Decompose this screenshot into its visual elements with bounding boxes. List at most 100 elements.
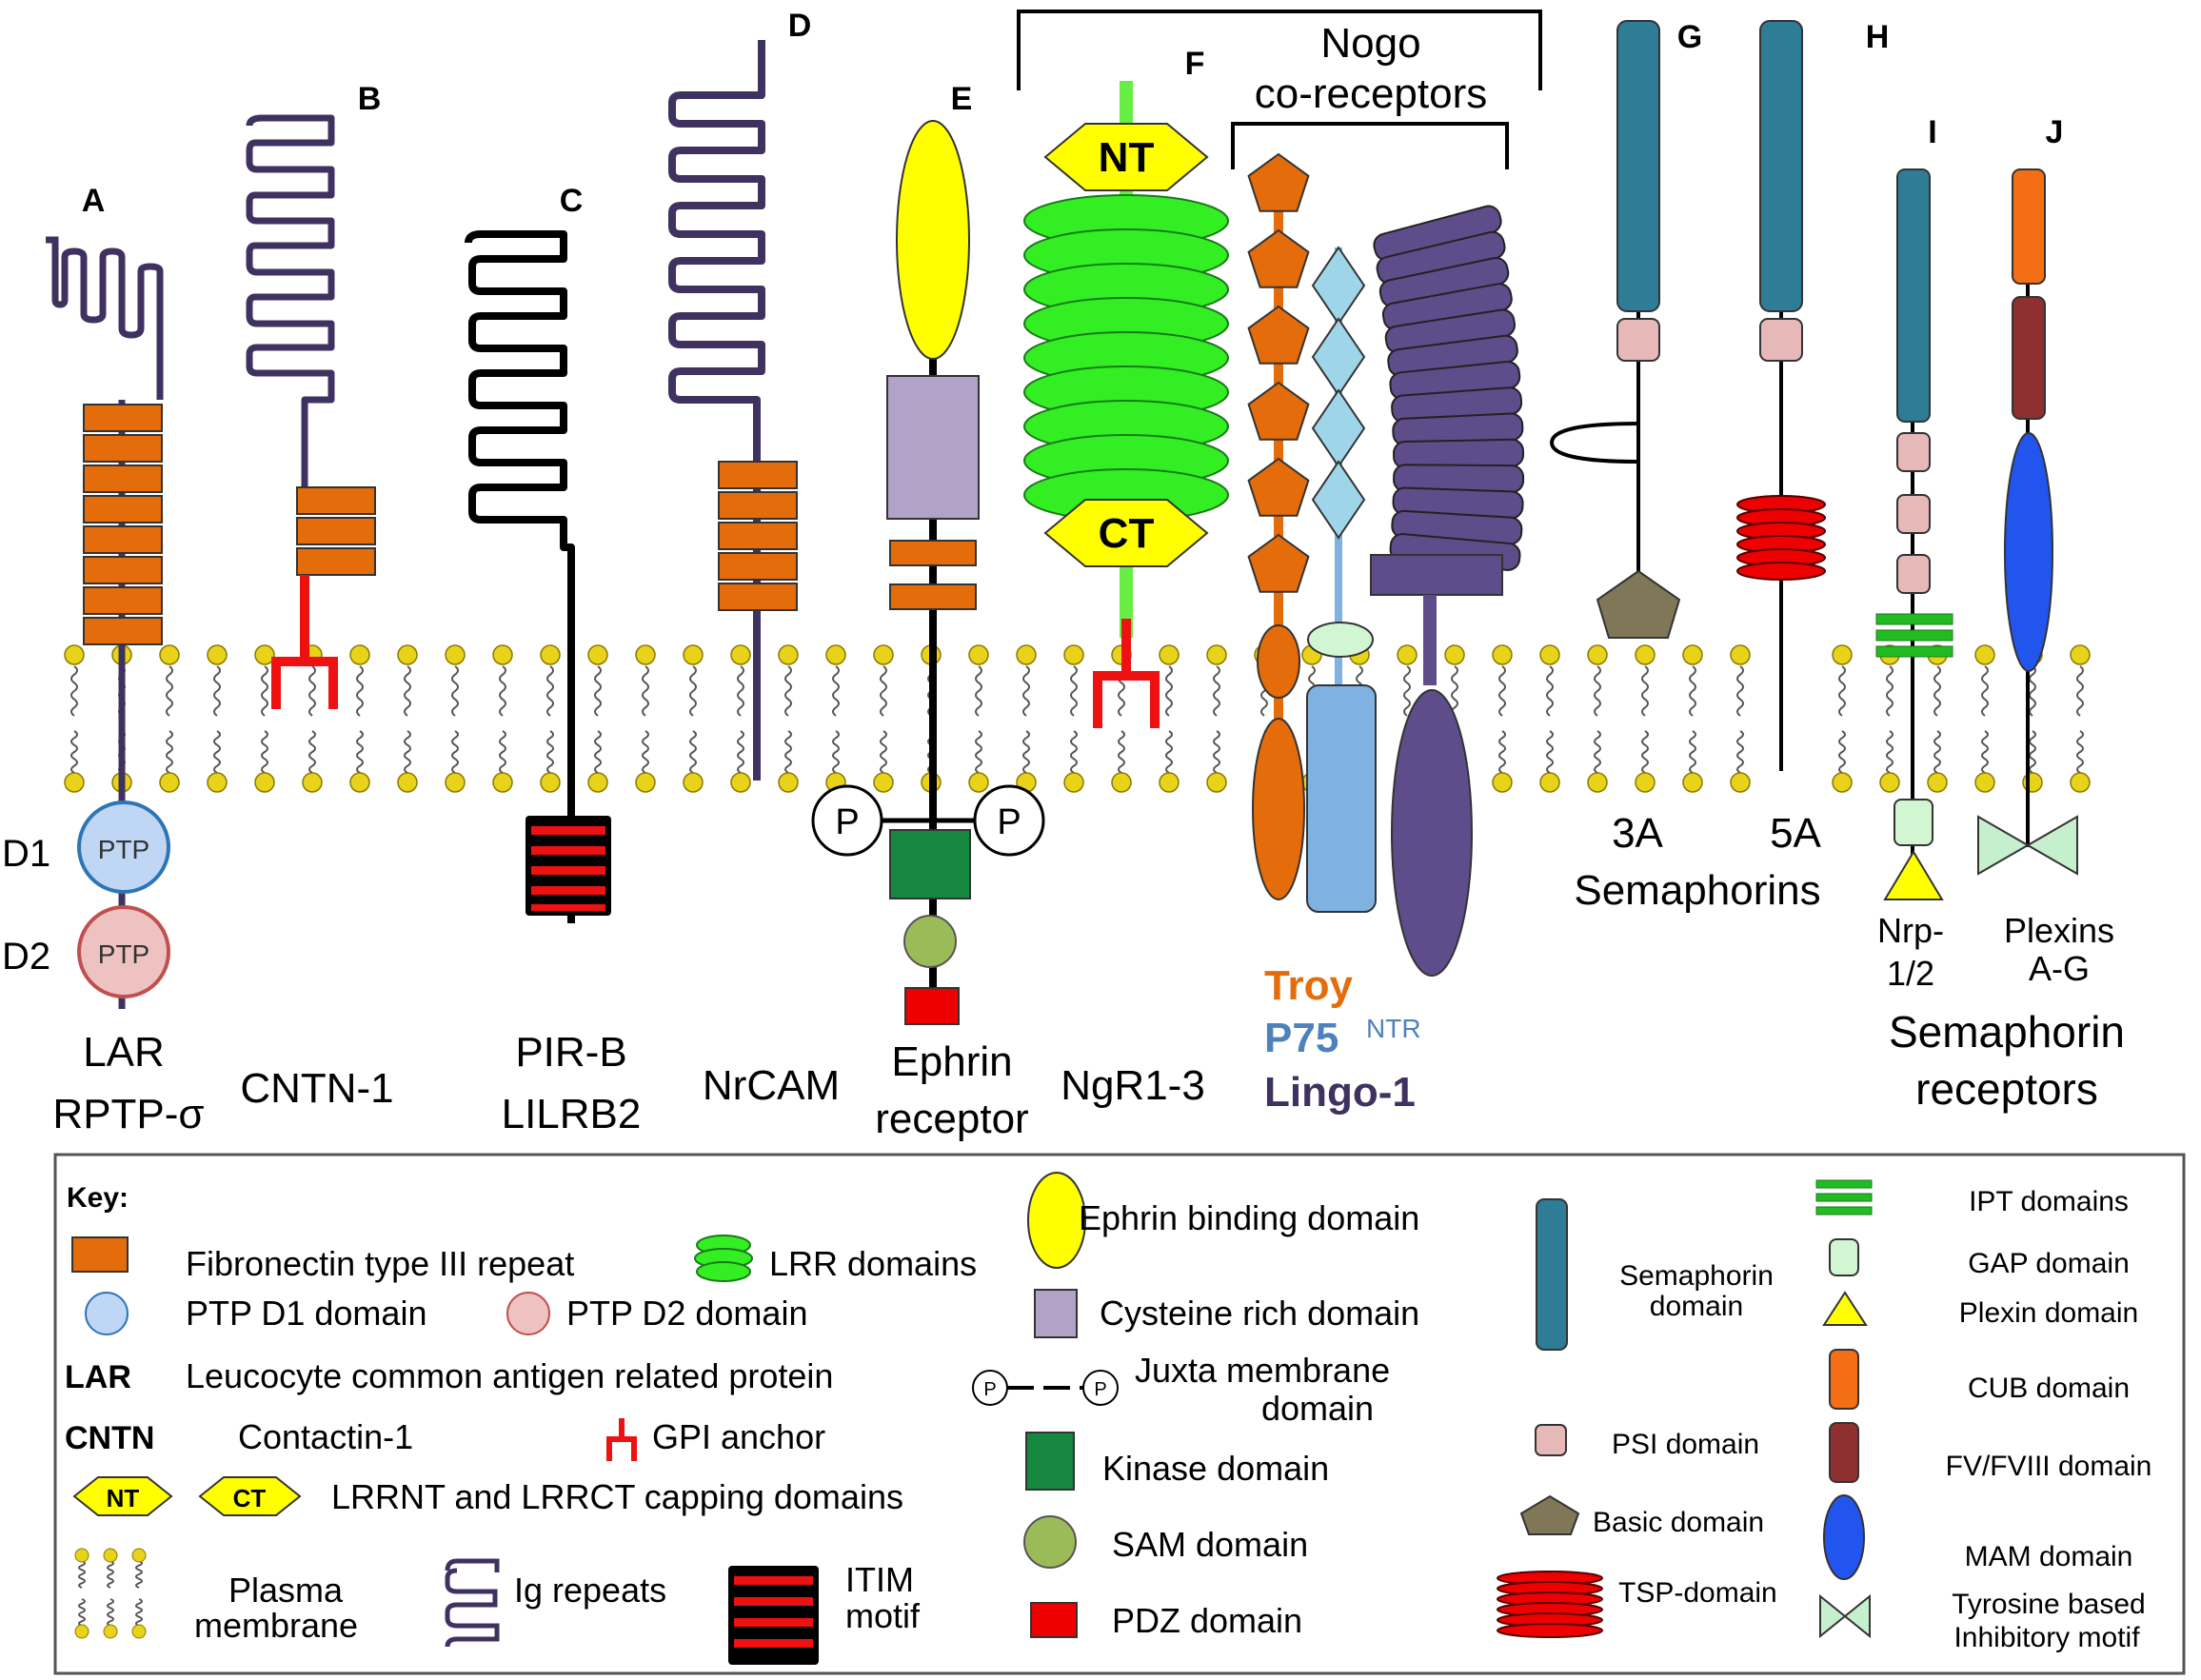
p75-crd <box>1311 246 1366 326</box>
lipid-head <box>1635 772 1656 793</box>
svg-text:TSP-domain: TSP-domain <box>1618 1577 1777 1609</box>
lipid-head <box>635 644 656 665</box>
gap-domain <box>1894 799 1933 846</box>
svg-text:CT: CT <box>233 1484 267 1512</box>
letter-a: A <box>82 183 106 219</box>
svg-text:ITIM: ITIM <box>845 1560 914 1599</box>
semaphorin-3a: 3A <box>1549 20 1681 857</box>
lipid-head <box>540 772 561 793</box>
lipid-head <box>683 644 704 665</box>
gpi-anchor <box>271 595 338 709</box>
troy-stack <box>1247 152 1310 593</box>
svg-text:motif: motif <box>845 1596 921 1635</box>
p75-crd <box>1311 460 1366 540</box>
ptp-d1-domain <box>77 800 170 894</box>
svg-text:GAP domain: GAP domain <box>1968 1248 2130 1279</box>
lipid-head <box>587 772 608 793</box>
receptor-lar: PTP PTP D1 D2 A LAR RPTP-σ <box>2 183 205 1137</box>
lipid-head <box>159 772 180 793</box>
svg-text:LAR: LAR <box>65 1359 131 1395</box>
lipid-head <box>445 772 466 793</box>
receptor-cntn1: B CNTN-1 <box>240 81 393 1112</box>
lipid-head <box>1587 772 1608 793</box>
ngr-label: NgR1-3 <box>1061 1062 1205 1109</box>
nrcam-label: NrCAM <box>703 1062 840 1109</box>
lrrct-cap <box>1043 499 1209 567</box>
svg-text:Plexin domain: Plexin domain <box>1959 1297 2138 1329</box>
lipid-head <box>635 772 656 793</box>
pirb-label: PIR-B <box>515 1029 626 1076</box>
troy-crd <box>1247 228 1310 288</box>
svg-text:CT: CT <box>1099 510 1155 557</box>
juxta-p-right <box>973 784 1045 857</box>
lipid-head <box>492 772 513 793</box>
p75-label: P75 <box>1264 1015 1338 1061</box>
lipid-head <box>778 644 799 665</box>
lipid-head <box>1397 644 1418 665</box>
troy-label: Troy <box>1264 962 1353 1009</box>
svg-text:PTP D1 domain: PTP D1 domain <box>186 1294 426 1333</box>
ipt-domains <box>1875 613 1953 658</box>
kinase-domain <box>889 829 971 899</box>
key-lrr-icon <box>694 1235 753 1282</box>
svg-text:LRRNT and LRRCT capping domai: LRRNT and LRRCT capping domains <box>331 1477 903 1516</box>
ptp-d2-label: PTP <box>98 939 149 969</box>
letter-b: B <box>358 81 382 117</box>
psi-domain <box>1759 318 1803 362</box>
plasma-membrane <box>64 644 2091 793</box>
mam-domain <box>2004 432 2053 672</box>
lipid-head <box>1682 644 1703 665</box>
p75-oval <box>1307 622 1374 658</box>
lilrb2-label: LILRB2 <box>502 1091 642 1137</box>
key-ipt-icon <box>1815 1179 1873 1216</box>
5a-label: 5A <box>1770 810 1821 857</box>
svg-text:LRR domains: LRR domains <box>769 1244 977 1283</box>
lipid-head <box>254 772 275 793</box>
fv-domain <box>2012 296 2046 420</box>
lipid-head <box>825 644 846 665</box>
lipid-head <box>1159 644 1180 665</box>
lipid-head <box>1111 772 1132 793</box>
cysteine-rich-domain <box>886 375 980 520</box>
p75-stack <box>1311 246 1366 540</box>
cub-domain <box>2012 168 2046 285</box>
lipid-head <box>397 772 418 793</box>
ig-repeats <box>46 236 164 400</box>
sema-domain <box>1759 20 1803 312</box>
sema-domain <box>1896 168 1931 423</box>
lipid-head <box>683 772 704 793</box>
lipid-head <box>1492 644 1513 665</box>
coreceptors-label: co-receptors <box>1255 70 1488 117</box>
receptor-label: receptor <box>875 1096 1028 1142</box>
lipid-head <box>730 644 751 665</box>
d1-label: D1 <box>2 833 50 875</box>
svg-text:membrane: membrane <box>194 1606 358 1645</box>
svg-text:P: P <box>997 802 1021 842</box>
receptor-plexins: J Plexins A-G Semaphorin receptors <box>1889 114 2125 1114</box>
lipid-head <box>968 644 989 665</box>
lipid-head <box>1206 644 1227 665</box>
letter-i: I <box>1928 114 1936 150</box>
svg-text:Kinase domain: Kinase domain <box>1102 1449 1329 1488</box>
svg-text:domain: domain <box>1261 1389 1374 1428</box>
cntn1-label: CNTN-1 <box>240 1065 393 1112</box>
troy-crd <box>1247 381 1310 441</box>
p75-crd <box>1311 317 1366 397</box>
lipid-head <box>1063 772 1084 793</box>
lipid-head <box>1730 772 1751 793</box>
lipid-head <box>254 644 275 665</box>
svg-text:P: P <box>983 1379 996 1400</box>
fn3 <box>718 461 798 489</box>
psi-domain <box>1616 318 1660 362</box>
svg-text:Tyrosine based: Tyrosine based <box>1952 1589 2145 1620</box>
gpi-anchor <box>1093 619 1160 728</box>
lipid-head <box>349 644 370 665</box>
key-title: Key: <box>67 1182 129 1214</box>
letter-g: G <box>1677 19 1702 55</box>
svg-text:Cysteine rich domain: Cysteine rich domain <box>1100 1294 1419 1333</box>
svg-text:Juxta membrane: Juxta membrane <box>1135 1351 1390 1390</box>
lipid-head <box>207 772 228 793</box>
lingo-intracellular <box>1391 689 1473 977</box>
rptp-sigma-label: RPTP-σ <box>52 1091 204 1137</box>
